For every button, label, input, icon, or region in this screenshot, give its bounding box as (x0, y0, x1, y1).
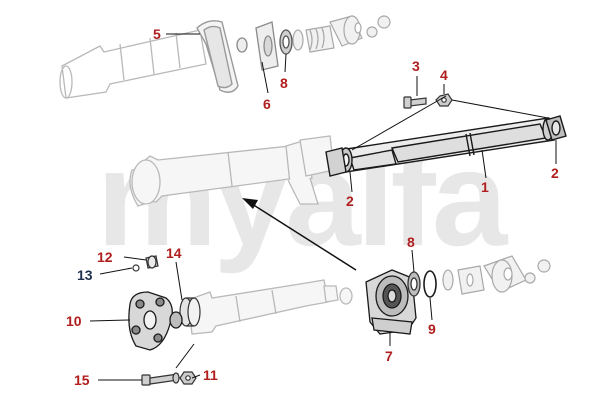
callout-11: 11 (203, 367, 218, 383)
callout-8-lower: 8 (407, 234, 415, 250)
part-4-nut (435, 93, 453, 107)
callout-14: 14 (166, 245, 182, 261)
upper-right-ghost-parts (292, 15, 391, 53)
callout-6: 6 (263, 96, 271, 112)
lower-ghost-shaft (187, 279, 353, 335)
part-6-plate (236, 21, 279, 71)
main-ghost-driveshaft (129, 135, 335, 207)
callout-13: 13 (77, 267, 93, 283)
callout-labels: 5 6 8 3 4 1 2 2 8 9 7 12 13 14 10 15 11 (66, 26, 559, 388)
assembly-arrow (242, 198, 357, 271)
part-8-bearing-upper (279, 29, 293, 55)
part-5-flex-joint (196, 20, 239, 93)
callout-7: 7 (385, 348, 393, 364)
callout-2-right: 2 (551, 165, 559, 181)
callout-10: 10 (66, 313, 82, 329)
callout-4: 4 (440, 67, 448, 83)
leader-lines (89, 33, 557, 381)
callout-15: 15 (74, 372, 90, 388)
callout-12: 12 (97, 249, 113, 265)
part-3-bolt (403, 96, 427, 109)
part-11-nut (172, 371, 197, 385)
part-13-washer (132, 264, 140, 272)
callout-5: 5 (153, 26, 161, 42)
part-9-circlip (423, 270, 437, 298)
part-8-bearing-lower (407, 271, 421, 297)
part-7-center-support (365, 269, 417, 335)
upper-ghost-shaft (59, 29, 207, 99)
callout-9: 9 (428, 321, 436, 337)
callout-2-left: 2 (346, 193, 354, 209)
part-10-flex-joint (128, 291, 183, 351)
callout-1: 1 (481, 179, 489, 195)
part-1-propeller-shaft (325, 115, 567, 177)
part-14-bushing (179, 297, 201, 327)
part-12-bushing (145, 255, 159, 269)
callout-3: 3 (412, 58, 420, 74)
lower-right-ghost-parts (442, 255, 551, 295)
callout-8-upper: 8 (280, 75, 288, 91)
